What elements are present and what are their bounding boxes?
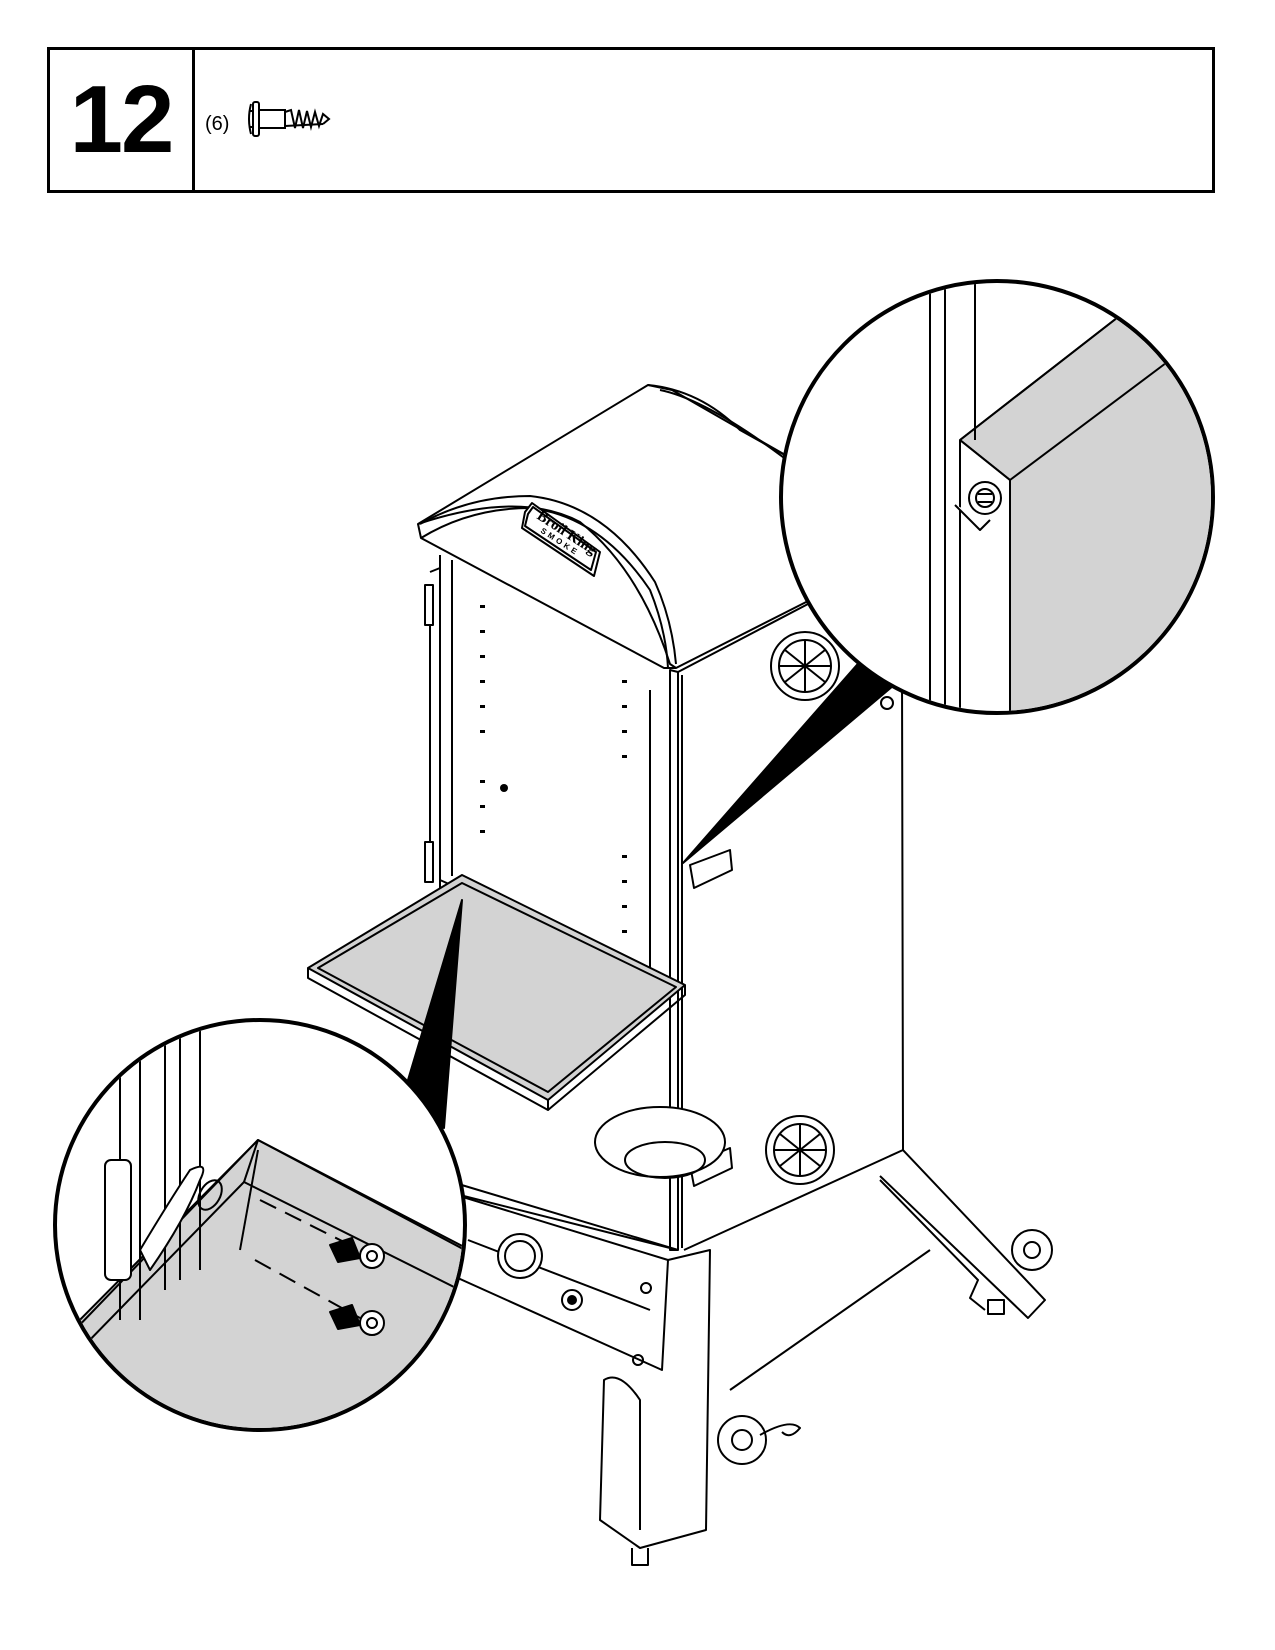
detail-callout-bottom [53,1018,467,1432]
detail-callout-top [779,279,1215,715]
assembly-illustration: Broil King SMOKE [53,279,1215,1566]
screw-icon [248,101,331,137]
rack-holes [480,605,627,933]
screw-detail-1 [329,1237,385,1269]
step-number-cell: 12 [50,50,195,190]
smoker-roof [417,384,821,669]
cart-base [429,1149,1053,1566]
burner-assembly [444,1106,726,1251]
part-quantity: (6) [205,113,230,135]
step-header: 12 (6) [47,47,1215,193]
step-number: 12 [69,66,175,173]
parts-list: (6) [195,50,1212,190]
screw-detail-2 [329,1304,385,1336]
drip-shelf [307,874,686,1111]
brand-logo [521,502,601,577]
